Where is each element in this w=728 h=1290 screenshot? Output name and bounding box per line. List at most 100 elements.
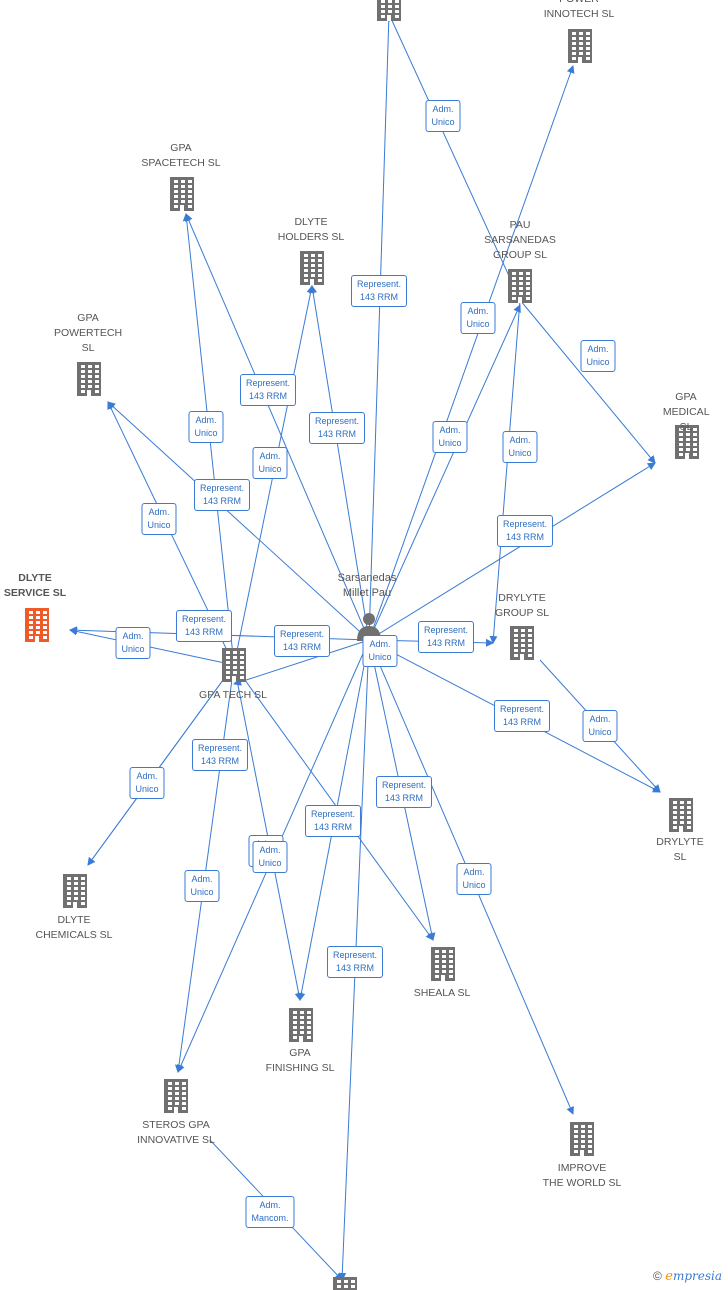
relation-badge[interactable]: Adm. Unico	[460, 302, 496, 334]
company-node-dlyteservice[interactable]	[22, 607, 52, 643]
company-node-improve[interactable]	[567, 1121, 597, 1157]
relation-badge[interactable]: Adm. Mancom.	[245, 1196, 295, 1228]
relation-badge[interactable]: Represent. 143 RRM	[417, 621, 475, 653]
company-node-top[interactable]	[374, 0, 404, 22]
company-node-holders[interactable]	[297, 250, 327, 286]
company-node-medical[interactable]	[672, 424, 702, 460]
company-name: POWER INNOTECH SL	[543, 0, 615, 20]
building-icon	[570, 1122, 594, 1156]
company-node-sheala[interactable]	[428, 946, 458, 982]
building-icon	[222, 648, 246, 682]
company-label[interactable]: GPA POWERTECH SL	[54, 311, 122, 356]
relation-badge[interactable]: Adm. Unico	[582, 710, 618, 742]
relation-badge[interactable]: Adm. Unico	[432, 421, 468, 453]
company-label[interactable]: STEROS GPA INNOVATIVE SL	[137, 1118, 215, 1148]
brand-logo[interactable]: © empresia	[653, 1269, 722, 1284]
building-icon	[300, 251, 324, 285]
relation-badge[interactable]: Represent. 143 RRM	[239, 374, 297, 406]
relation-badge[interactable]: Adm. Unico	[252, 841, 288, 873]
company-label[interactable]: DRYLYTE SL	[656, 835, 704, 865]
relation-badge[interactable]: Represent. 143 RRM	[326, 946, 384, 978]
relation-badge[interactable]: Represent. 143 RRM	[350, 275, 408, 307]
company-name: GPA POWERTECH SL	[53, 312, 123, 354]
edge-gpatech-to-dlyteservice	[69, 627, 235, 666]
company-name: PAU SARSANEDAS GROUP SL	[484, 219, 556, 261]
relation-badge[interactable]: Represent. 143 RRM	[193, 479, 251, 511]
company-node-bottom[interactable]	[330, 1276, 360, 1290]
relation-badge[interactable]: Represent. 143 RRM	[191, 739, 249, 771]
building-icon	[377, 0, 401, 21]
relation-badge[interactable]: Adm. Unico	[115, 627, 151, 659]
company-node-sarsanedas[interactable]	[505, 268, 535, 304]
relation-badge[interactable]: Adm. Unico	[252, 447, 288, 479]
edge-person-to-powertech	[107, 401, 370, 641]
edge-person-to-spacetech	[185, 213, 370, 641]
edge-sarsanedas-to-medical	[519, 299, 656, 464]
company-name: STEROS GPA INNOVATIVE SL	[137, 1119, 215, 1146]
company-label[interactable]: IMPROVE THE WORLD SL	[543, 1161, 622, 1191]
relation-badge[interactable]: Represent. 143 RRM	[304, 805, 362, 837]
building-icon	[510, 626, 534, 660]
company-name: DRYLYTE SL	[656, 836, 704, 863]
relation-badge[interactable]: Represent. 143 RRM	[493, 700, 551, 732]
company-label[interactable]: DLYTE CHEMICALS SL	[35, 913, 112, 943]
relation-badge[interactable]: Represent. 143 RRM	[308, 412, 366, 444]
company-label[interactable]: SHEALA SL	[414, 986, 471, 1001]
company-node-drylytegroup[interactable]	[507, 625, 537, 661]
edge-sarsanedas-to-top	[388, 13, 521, 301]
building-icon	[508, 269, 532, 303]
company-name: SHEALA SL	[413, 987, 471, 999]
building-icon	[170, 177, 194, 211]
relation-badge[interactable]: Adm. Unico	[362, 635, 398, 667]
person-name: Sarsanedas Millet Pau	[337, 572, 397, 599]
company-label[interactable]: DRYLYTE GROUP SL	[495, 591, 549, 621]
relation-badge[interactable]: Adm. Unico	[456, 863, 492, 895]
company-node-powertech[interactable]	[74, 361, 104, 397]
edge-gpatech-to-sheala	[233, 664, 434, 941]
copyright-symbol: ©	[653, 1269, 662, 1283]
company-node-innotech[interactable]	[565, 28, 595, 64]
relation-badge[interactable]: Adm. Unico	[184, 870, 220, 902]
relation-badge[interactable]: Represent. 143 RRM	[175, 610, 233, 642]
company-label[interactable]: GPA FINISHING SL	[266, 1046, 335, 1076]
company-label[interactable]: DLYTE HOLDERS SL	[278, 215, 345, 245]
edge-gpatech-to-chemicals	[87, 664, 235, 866]
company-label[interactable]: GPA TECH SL	[199, 688, 267, 703]
relation-badge[interactable]: Represent. 143 RRM	[496, 515, 554, 547]
relation-badge[interactable]: Adm. Unico	[188, 411, 224, 443]
company-node-spacetech[interactable]	[167, 176, 197, 212]
brand-e: e	[665, 1269, 673, 1284]
building-icon	[669, 798, 693, 832]
company-name: GPA MEDICAL SL	[662, 391, 710, 433]
relation-badge[interactable]: Adm. Unico	[580, 340, 616, 372]
person-label[interactable]: Sarsanedas Millet Pau	[338, 571, 397, 601]
company-label[interactable]: PAU SARSANEDAS GROUP SL	[484, 218, 556, 263]
edge-person-to-sarsanedas	[368, 304, 521, 641]
edge-person-to-gpatech	[233, 639, 370, 686]
company-node-steros[interactable]	[161, 1078, 191, 1114]
building-icon	[675, 425, 699, 459]
company-node-drylyte[interactable]	[666, 797, 696, 833]
building-icon	[77, 362, 101, 396]
relation-badge[interactable]: Represent. 143 RRM	[375, 776, 433, 808]
company-label[interactable]: DLYTE SERVICE SL	[4, 571, 66, 601]
company-label[interactable]: GPA SPACETECH SL	[141, 141, 220, 171]
building-icon	[289, 1008, 313, 1042]
company-label[interactable]: GPA MEDICAL SL	[662, 390, 710, 435]
relation-badge[interactable]: Represent. 143 RRM	[273, 625, 331, 657]
company-name: DLYTE SERVICE SL	[3, 572, 67, 599]
edge-person-to-holders	[309, 285, 370, 641]
edge-sarsanedas-to-drylytegroup	[489, 299, 521, 644]
relation-badge[interactable]: Adm. Unico	[141, 503, 177, 535]
company-label[interactable]: POWER INNOTECH SL	[544, 0, 615, 22]
company-name: GPA SPACETECH SL	[141, 142, 221, 169]
relation-badge[interactable]: Adm. Unico	[502, 431, 538, 463]
company-node-finishing[interactable]	[286, 1007, 316, 1043]
company-name: DRYLYTE GROUP SL	[494, 592, 550, 619]
company-node-chemicals[interactable]	[60, 873, 90, 909]
company-node-gpatech[interactable]	[219, 647, 249, 683]
relation-badge[interactable]: Adm. Unico	[425, 100, 461, 132]
edge-gpatech-to-steros	[174, 664, 235, 1073]
relation-badge[interactable]: Adm. Unico	[129, 767, 165, 799]
building-icon	[25, 608, 49, 642]
